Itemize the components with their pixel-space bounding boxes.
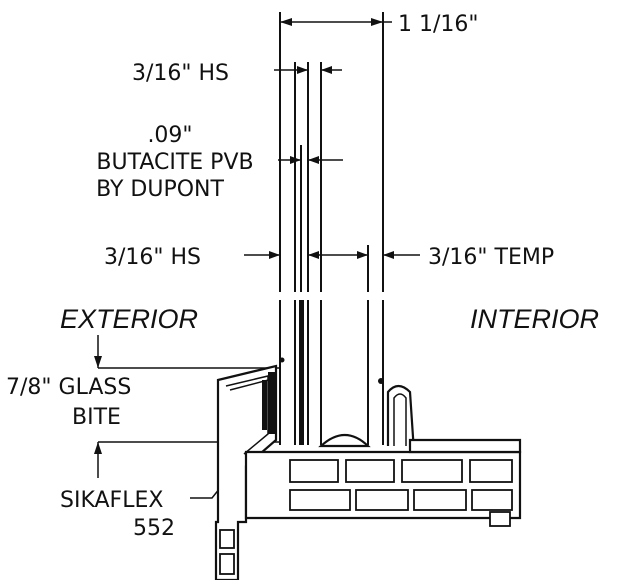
glass-pane-inner [367, 12, 384, 445]
glass-bite-dimension [94, 335, 280, 478]
sealant-label-line2: 552 [133, 516, 175, 541]
pvb-interlayer [299, 145, 304, 445]
frame-profile [214, 364, 522, 580]
middle-pane-label: 3/16" HS [104, 245, 201, 270]
outer-pane-dimension-line [274, 66, 342, 74]
inner-pane-dimension-line [383, 251, 420, 259]
pvb-name-label: BUTACITE PVB [96, 150, 253, 175]
glass-pane-outer [279, 12, 296, 445]
exterior-label: EXTERIOR [60, 304, 198, 334]
glass-bite-label-line2: BITE [72, 405, 121, 430]
interior-label: INTERIOR [470, 304, 599, 334]
sealant-label-line1: SIKAFLEX [60, 488, 163, 513]
inner-pane-label: 3/16" TEMP [428, 245, 554, 270]
pvb-maker-label: BY DUPONT [96, 177, 224, 202]
overall-dimension-label: 1 1/16" [398, 12, 479, 37]
glass-pane-middle [307, 62, 322, 445]
middle-pane-dimension-line [244, 251, 368, 259]
outer-pane-label: 3/16" HS [132, 61, 229, 86]
sealant-dot [279, 357, 285, 363]
pvb-thickness-label: .09" [147, 123, 192, 148]
overall-dimension-line [280, 18, 392, 26]
pvb-dimension-line [278, 156, 343, 164]
glass-bite-label-line1: 7/8" GLASS [6, 375, 131, 400]
